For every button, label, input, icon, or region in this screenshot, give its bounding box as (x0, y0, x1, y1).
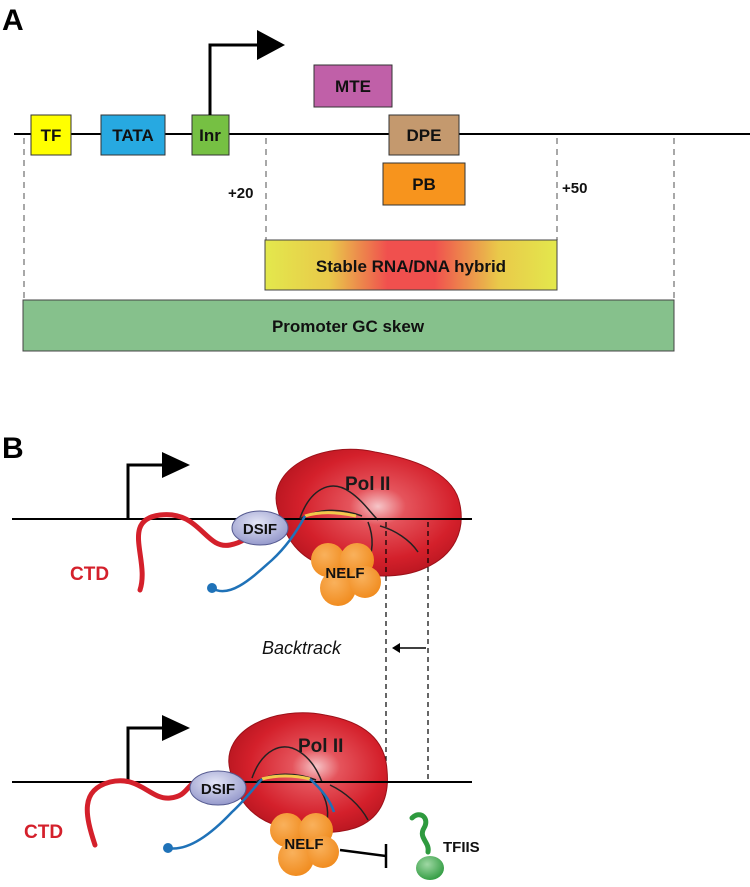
dsif-bottom: DSIF (189, 770, 247, 806)
nelf-top: NELF (311, 543, 381, 606)
pol-ii-label-bottom: Pol II (298, 736, 343, 757)
hybrid-label: Stable RNA/DNA hybrid (316, 257, 506, 276)
pb-label: PB (412, 175, 436, 194)
inr-element: Inr (191, 114, 230, 156)
backtrack-arrowhead (392, 643, 400, 653)
dsif-label-bottom: DSIF (201, 781, 235, 798)
tss-arrow-a (208, 30, 285, 115)
backtracked-complex-bottom: CTD DSIF NELF Pol II (12, 712, 480, 880)
pb-element: PB (382, 162, 466, 206)
tf-label: TF (41, 126, 62, 145)
tfiis-label: TFIIS (443, 839, 480, 856)
pol-ii-funnel-top (379, 525, 419, 553)
rna-dna-hybrid-bottom (261, 774, 311, 781)
tata-element: TATA (100, 114, 166, 156)
hybrid-bar: Stable RNA/DNA hybrid (264, 239, 558, 291)
backtrack-label: Backtrack (262, 638, 342, 658)
panel-b-letter: B (2, 432, 24, 465)
panel-a-letter: A (2, 4, 24, 37)
nelf-label-top: NELF (325, 565, 364, 582)
mte-label: MTE (335, 77, 371, 96)
panel-a: A TF TATA Inr MTE (2, 4, 750, 352)
backtrack-indicator: Backtrack (262, 522, 429, 783)
backtracked-rna-end (309, 778, 336, 813)
dsif-label-top: DSIF (243, 521, 277, 538)
ctd-label-top: CTD (70, 564, 109, 585)
ctd-tail-bottom (84, 775, 208, 848)
pol-ii-label-top: Pol II (345, 474, 390, 495)
nascent-rna-bottom (167, 778, 263, 850)
gc-skew-label: Promoter GC skew (272, 317, 425, 336)
inhibition-symbol (339, 844, 388, 868)
dsif-top: DSIF (231, 510, 289, 546)
nelf-bottom: NELF (270, 813, 339, 876)
nascent-rna-top (211, 515, 307, 593)
rna-dna-hybrid-top (304, 511, 357, 518)
pol-ii-body-bottom (228, 712, 388, 833)
pol-ii-funnel-bottom (329, 784, 369, 821)
gc-skew-bar: Promoter GC skew (22, 299, 675, 352)
nelf-label-bottom: NELF (284, 836, 323, 853)
dpe-element: DPE (388, 114, 460, 156)
pol-ii-cleft-bottom (251, 746, 323, 783)
tfiis-factor: TFIIS (409, 812, 480, 880)
dpe-label: DPE (407, 126, 442, 145)
inr-label: Inr (199, 126, 221, 145)
panel-b: B CTD (2, 432, 480, 880)
position-plus20: +20 (228, 185, 253, 202)
position-plus50: +50 (562, 180, 587, 197)
mte-element: MTE (313, 64, 393, 108)
tss-arrow-top (126, 452, 190, 519)
paused-complex-top: CTD DSIF NELF Pol II (12, 448, 472, 606)
tf-element: TF (30, 114, 72, 156)
pol-ii-cleft-top (299, 485, 379, 521)
ctd-label-bottom: CTD (24, 822, 63, 843)
tata-label: TATA (112, 126, 154, 145)
tss-arrow-bottom (126, 715, 190, 782)
rna-cap-top (207, 583, 217, 593)
rna-cap-bottom (163, 843, 173, 853)
